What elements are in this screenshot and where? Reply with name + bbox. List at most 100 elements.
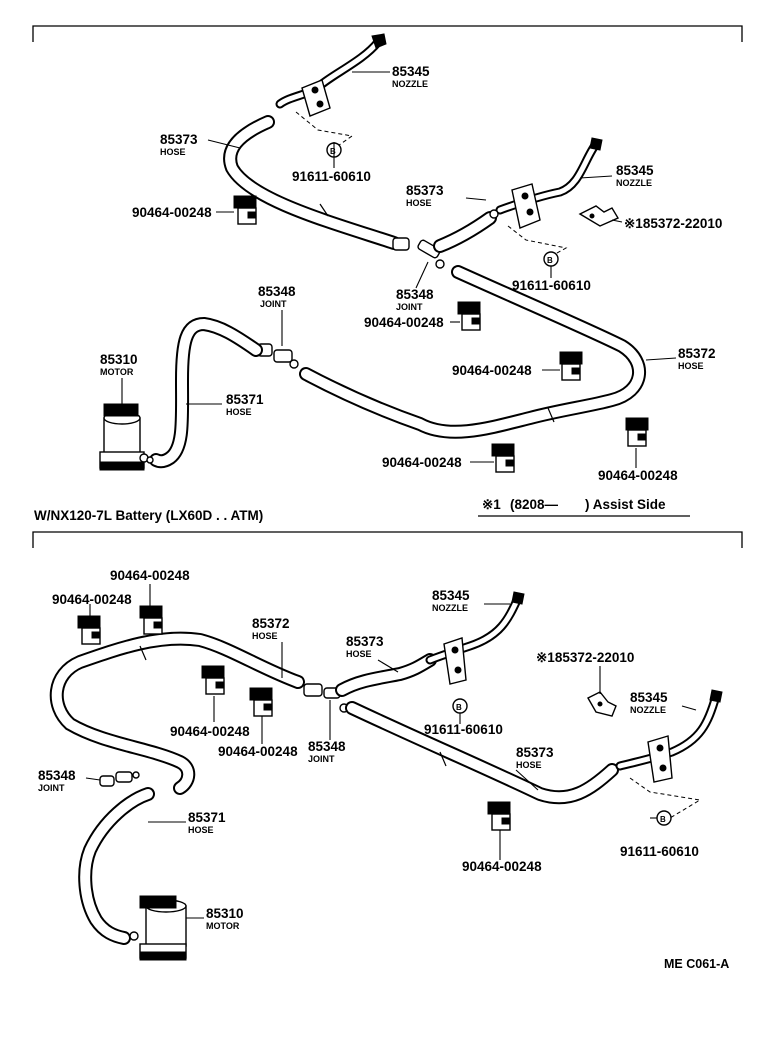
top-joint-85348-a (392, 237, 445, 269)
bottom-label-nozzle-a-num: 85345 (432, 588, 470, 603)
top-label-motor-name: MOTOR (100, 367, 134, 377)
bottom-label-hose-c-num: 85372 (252, 616, 290, 631)
top-label-hose-a-num: 85373 (160, 132, 198, 147)
svg-text:B: B (547, 256, 553, 265)
bottom-label-nozzle-b-name: NOZZLE (630, 705, 666, 715)
bottom-leader-lines (85, 584, 697, 919)
bottom-label-motor-num: 85310 (206, 906, 244, 921)
top-label-bolt-b: 91611-60610 (512, 278, 591, 293)
bottom-label-hose-d-num: 85371 (188, 810, 226, 825)
bottom-clip-a (77, 615, 101, 645)
top-label-nozzle-b-num: 85345 (616, 163, 654, 178)
top-label-hose-d-name: HOSE (226, 407, 252, 417)
top-clip-c (559, 351, 583, 381)
top-clip-d (491, 443, 515, 473)
svg-text:B: B (660, 815, 666, 824)
bottom-label-hose-b-num: 85373 (516, 745, 554, 760)
bottom-label-nozzle-a-name: NOZZLE (432, 603, 468, 613)
bottom-frame (32, 531, 743, 548)
top-caption: W/NX120-7L Battery (LX60D . . ATM) (34, 508, 263, 523)
top-bolt-b: B (543, 251, 559, 267)
top-label-hose-a-name: HOSE (160, 147, 186, 157)
bottom-clip-d (249, 687, 273, 717)
top-hose-85371 (149, 317, 263, 469)
top-nozzle-a-dash (295, 111, 354, 151)
top-clip-e (625, 417, 649, 447)
bottom-joint-85348-b (99, 771, 140, 787)
bottom-labels: 90464-00248 90464-00248 85372 HOSE 85345… (38, 568, 699, 931)
top-hose-85372 (299, 265, 646, 439)
top-hose-85373-b (433, 211, 497, 253)
top-clip-b (457, 301, 481, 331)
top-label-motor-num: 85310 (100, 352, 138, 367)
top-label-joint-a-name: JOINT (396, 302, 423, 312)
top-label-hose-b-name: HOSE (406, 198, 432, 208)
top-joint-85348-b (257, 343, 299, 369)
top-label-nozzle-a-name: NOZZLE (392, 79, 428, 89)
top-label-hose-c-num: 85372 (678, 346, 716, 361)
top-label-clip-d: 90464-00248 (382, 455, 462, 470)
bottom-label-joint-b-num: 85348 (38, 768, 76, 783)
top-note-text: (8208— ) Assist Side (510, 497, 666, 512)
reference-code: ME C061-A (664, 957, 729, 971)
bottom-label-joint-b-name: JOINT (38, 783, 65, 793)
top-label-hose-c-name: HOSE (678, 361, 704, 371)
top-label-nozzle-b-name: NOZZLE (616, 178, 652, 188)
top-labels: 85345 NOZZLE 85373 HOSE 91611-60610 9046… (100, 64, 722, 483)
bottom-joint-85348-a (303, 683, 349, 713)
top-label-assist: ※185372-22010 (624, 216, 722, 231)
top-label-clip-c: 90464-00248 (452, 363, 532, 378)
bottom-bolt-b: B (656, 810, 672, 826)
bottom-nozzle-b-dash (629, 777, 702, 819)
bottom-clip-b (139, 605, 163, 635)
svg-text:B: B (456, 703, 462, 712)
top-label-hose-b-num: 85373 (406, 183, 444, 198)
top-motor-85310 (99, 403, 154, 471)
bottom-label-assist: ※185372-22010 (536, 650, 634, 665)
bottom-label-clip-e: 90464-00248 (462, 859, 542, 874)
bottom-label-hose-a-num: 85373 (346, 634, 384, 649)
svg-text:B: B (330, 147, 336, 156)
top-nozzle-85345-a (275, 33, 387, 117)
bottom-label-clip-d: 90464-00248 (218, 744, 298, 759)
bottom-label-hose-a-name: HOSE (346, 649, 372, 659)
bottom-label-bolt-a: 91611-60610 (424, 722, 503, 737)
top-note: ※1 (8208— ) Assist Side (478, 497, 690, 517)
bottom-nozzle-85345-a (425, 591, 525, 685)
top-assist-part (578, 205, 620, 227)
top-diagram: B B (34, 33, 722, 523)
bottom-label-hose-d-name: HOSE (188, 825, 214, 835)
bottom-label-motor-name: MOTOR (206, 921, 240, 931)
bottom-hose-85371 (78, 787, 155, 945)
bottom-label-nozzle-b-num: 85345 (630, 690, 668, 705)
top-note-mark: ※1 (482, 497, 501, 512)
bottom-bolt-a: B (452, 698, 468, 714)
top-label-clip-a: 90464-00248 (132, 205, 212, 220)
bottom-hose-85373-b (345, 701, 619, 805)
top-label-clip-b: 90464-00248 (364, 315, 444, 330)
bottom-assist-part (587, 691, 617, 717)
bottom-nozzle-85345-b (615, 689, 723, 783)
top-nozzle-b-dash (507, 225, 568, 259)
top-label-joint-a-num: 85348 (396, 287, 434, 302)
bottom-hose-85372 (49, 631, 305, 795)
bottom-motor-85310 (129, 895, 187, 961)
bottom-label-joint-a-num: 85348 (308, 739, 346, 754)
top-label-hose-d-num: 85371 (226, 392, 264, 407)
top-label-bolt-a: 91611-60610 (292, 169, 371, 184)
bottom-label-clip-c: 90464-00248 (170, 724, 250, 739)
bottom-label-clip-b: 90464-00248 (110, 568, 190, 583)
bottom-hose-85373-a (335, 653, 437, 697)
top-label-joint-b-num: 85348 (258, 284, 296, 299)
bottom-diagram: B B (38, 568, 729, 971)
top-frame (32, 25, 743, 42)
bottom-label-bolt-b: 91611-60610 (620, 844, 699, 859)
top-nozzle-85345-b (489, 137, 603, 229)
top-label-nozzle-a-num: 85345 (392, 64, 430, 79)
top-label-joint-b-name: JOINT (260, 299, 287, 309)
bottom-label-clip-a: 90464-00248 (52, 592, 132, 607)
bottom-label-joint-a-name: JOINT (308, 754, 335, 764)
bottom-clip-c (201, 665, 225, 695)
bottom-clip-e (487, 801, 511, 831)
